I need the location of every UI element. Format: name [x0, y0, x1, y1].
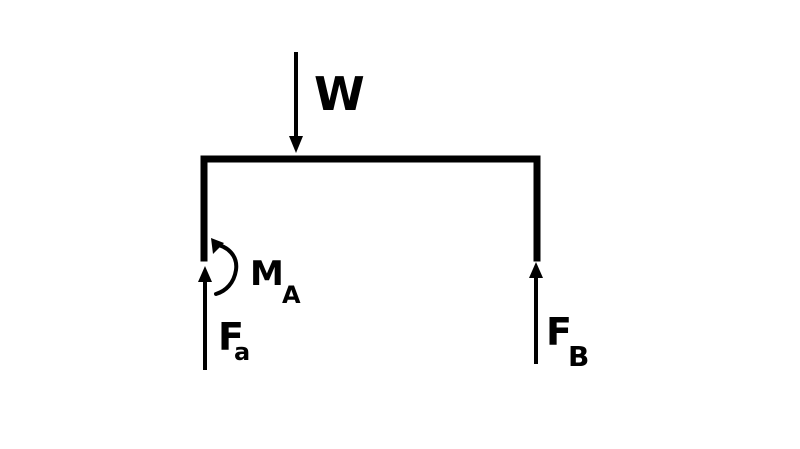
- load-w-arrow: [289, 52, 303, 153]
- force-a-label: F: [218, 315, 244, 359]
- force-b-label: F: [546, 310, 572, 354]
- load-w-label: W: [314, 67, 365, 121]
- force-b-arrowhead: [529, 262, 543, 278]
- frame-structure: [200, 155, 541, 262]
- force-a-subscript: a: [234, 338, 250, 366]
- moment-a-arrowhead: [211, 238, 224, 254]
- force-b-arrow: [529, 262, 543, 364]
- moment-a-arrow: [211, 238, 239, 296]
- force-a-arrow: [198, 266, 212, 370]
- moment-a-label: M: [250, 254, 284, 294]
- moment-a-arc: [212, 242, 239, 296]
- force-a-arrowhead: [198, 266, 212, 282]
- load-w-arrowhead: [289, 136, 303, 153]
- force-b-subscript: B: [568, 340, 589, 373]
- moment-a-subscript: A: [282, 281, 301, 309]
